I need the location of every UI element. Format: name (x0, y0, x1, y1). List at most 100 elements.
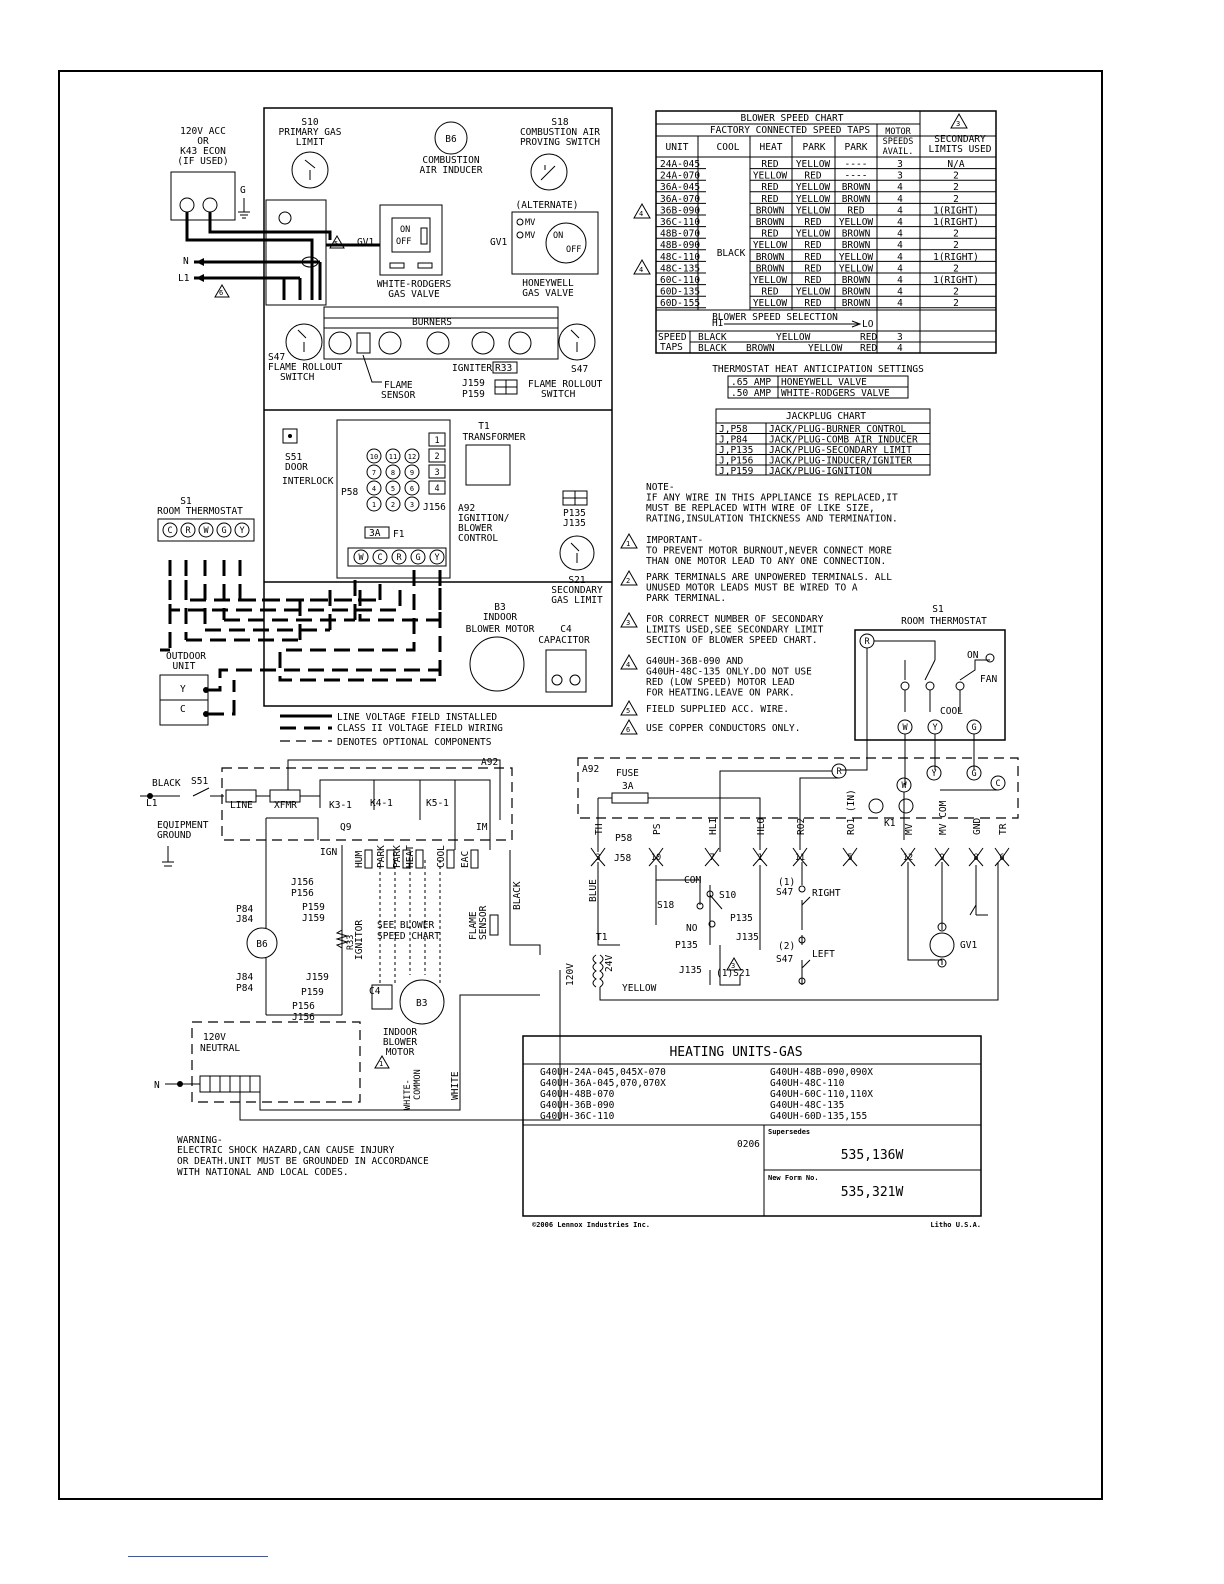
plug-pin-number: 5 (391, 485, 395, 493)
rs-yellow-wire (599, 862, 999, 1001)
motor-speeds-1: MOTOR (885, 127, 911, 137)
blower-cell: 48C-110 (660, 252, 700, 263)
j135-label: J135 (563, 518, 586, 529)
tap3-yellow: YELLOW (776, 332, 811, 343)
wire-nut-icon (301, 256, 319, 268)
ls-p156: P156 (291, 888, 314, 899)
s47-left-label-2: FLAME ROLLOUT (268, 362, 343, 373)
plug-pin (366, 464, 382, 480)
jackplug-code: J,P135 (719, 445, 753, 456)
rs-s10: S10 (719, 890, 736, 901)
limit-switch-icon (291, 151, 329, 189)
j156-pin-number: 3 (434, 468, 439, 478)
connector-pin-label: MV (904, 823, 915, 835)
rs-24v: 24V (604, 955, 615, 972)
note-5: FIELD SUPPLIED ACC. WIRE. (646, 704, 789, 715)
s51-dot (288, 434, 292, 438)
ls-j159-2: J159 (306, 972, 329, 983)
blower-cell: BROWN (756, 217, 785, 228)
t1-label-2: TRANSFORMER (463, 432, 526, 443)
connector-pin-number: 10 (651, 853, 661, 863)
ls-j159: J159 (302, 913, 325, 924)
ls-b3: B3 (416, 998, 427, 1009)
note-line: IMPORTANT- (646, 535, 703, 546)
wr-label-1: WHITE-RODGERS (377, 279, 452, 290)
blower-motor-icon (399, 979, 445, 1025)
blower-cell: 36C-110 (660, 217, 700, 228)
ls-q9: Q9 (340, 822, 352, 833)
ls-k3: K3-1 (329, 800, 352, 811)
relay-contact-icon (402, 849, 411, 869)
warning-triangle-icon (633, 258, 651, 275)
acc-label-2: OR (197, 136, 209, 147)
td-contact (925, 681, 935, 691)
thermostat-label-2: ROOM THERMOSTAT (157, 506, 243, 517)
rs-term-y (926, 765, 942, 781)
model-right: G40UH-60D-135,155 (770, 1111, 867, 1122)
warning-triangle-icon (620, 611, 638, 628)
burner-assembly: BURNERS S47 FLAME ROLLOUT SWITCH FLAME S… (268, 306, 603, 401)
p135-label: P135 (563, 508, 586, 519)
ls-control-box (221, 767, 513, 841)
td-y: Y (932, 723, 937, 733)
triangle-number: 4 (626, 661, 630, 669)
relay-coil-icon (868, 798, 884, 814)
ls-terminal-dot (147, 793, 153, 799)
blower-cell: YELLOW (796, 182, 831, 193)
thermostat-detail: S1 ROOM THERMOSTAT R ON FAN COOL W Y G (840, 604, 1006, 785)
thermostat-terminal (162, 522, 178, 538)
ls-white: WHITE (450, 1071, 461, 1100)
control-terminal-label: G (415, 553, 420, 563)
blower-cell: 2 (953, 182, 959, 193)
relay-coil-icon (898, 798, 914, 814)
blower-chart-frame (655, 110, 997, 354)
ls-see-chart-1: SEE BLOWER (377, 920, 434, 931)
right-schematic: A92 FUSE 3A R W Y G C K1 P58 J58 TH3PS10… (565, 757, 1019, 1001)
ls-ign: IGN (320, 847, 337, 858)
anticipation-table: THERMOSTAT HEAT ANTICIPATION SETTINGS .6… (712, 364, 924, 399)
rs-contact (708, 920, 716, 928)
thermostat-strip (157, 518, 255, 542)
warning-triangle-icon (620, 718, 638, 735)
legend-class2: CLASS II VOLTAGE FIELD WIRING (337, 723, 503, 734)
hw-mv-label-1: MV (525, 218, 535, 228)
line1-label: L1 (178, 273, 190, 284)
rs-control-box (577, 757, 1019, 819)
capacitor-terminal (551, 674, 563, 686)
transformer-icon (592, 954, 604, 988)
wr-label-2: GAS VALVE (388, 289, 440, 300)
warning-triangle-icon (620, 653, 638, 670)
ls-p84: P84 (236, 904, 253, 915)
triangle-number: 4 (639, 210, 643, 218)
title-block: HEATING UNITS-GAS G40UH-24A-045,045X-070… (522, 1035, 982, 1229)
rs-right: RIGHT (812, 888, 841, 899)
outdoor-terminal (203, 711, 209, 717)
p58-label: P58 (341, 487, 358, 498)
blower-cell: RED (804, 252, 821, 263)
blower-cell: 24A-070 (660, 171, 700, 182)
model-left: G40UH-24A-045,045X-070 (540, 1067, 666, 1078)
warning-1: WARNING- (177, 1135, 223, 1146)
speed-taps-1: SPEED (658, 332, 687, 343)
rs-k1: K1 (884, 818, 896, 829)
connector-socket-icon (590, 857, 606, 867)
note-line: PARK TERMINALS ARE UNPOWERED TERMINALS. … (646, 572, 892, 583)
blower-cell: 4 (897, 252, 903, 263)
note-line: NOTE- (646, 482, 675, 493)
switch-contact-icon (570, 542, 580, 563)
thermostat-terminal (216, 522, 232, 538)
note-line: LIMITS USED,SEE SECONDARY LIMIT (646, 625, 824, 636)
acc-label-4: (IF USED) (177, 156, 228, 167)
rs-s21: (1)S21 (716, 968, 751, 979)
connector-pin-number: 1 (757, 853, 762, 863)
rs-s47-2-num: (2) (778, 941, 795, 952)
s10-label: S10 (301, 117, 318, 128)
thermostat-terminal (180, 522, 196, 538)
td-title-1: S1 (932, 604, 944, 615)
acc-wires (185, 212, 290, 242)
rs-g: G (971, 769, 976, 779)
td-contact (955, 681, 965, 691)
